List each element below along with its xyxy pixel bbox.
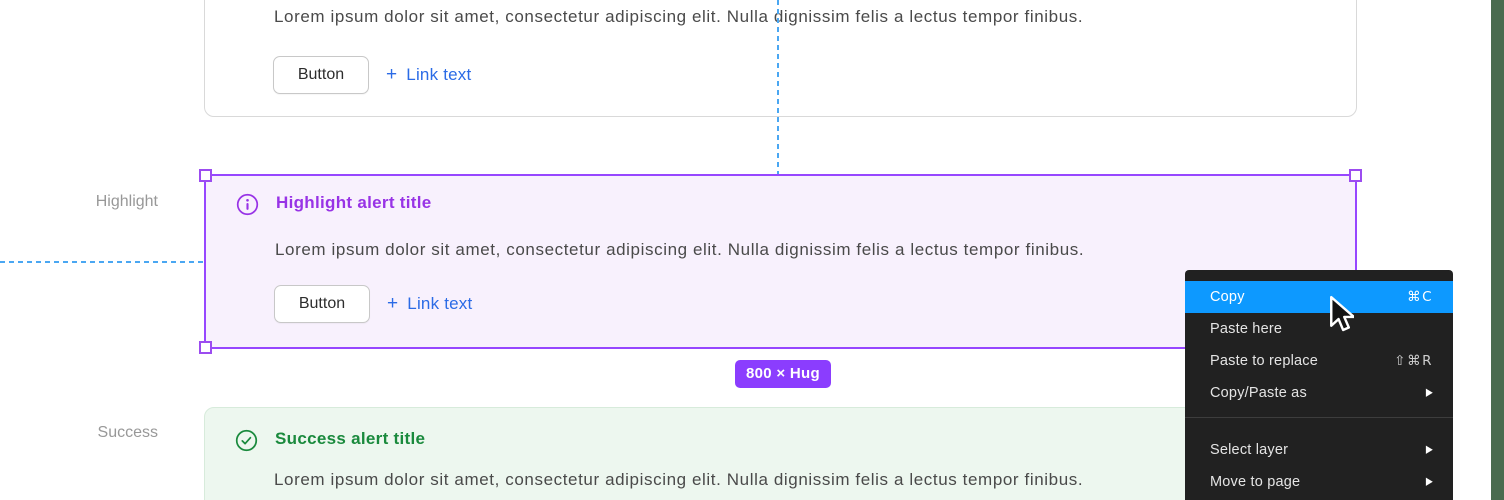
menu-item-copy-paste-as[interactable]: Copy/Paste as ▶ — [1185, 377, 1453, 409]
vertical-guide-line — [777, 0, 779, 174]
alert-body-text: Lorem ipsum dolor sit amet, consectetur … — [275, 240, 1085, 259]
menu-item-paste-here[interactable]: Paste here — [1185, 313, 1453, 345]
alert-title: Highlight alert title — [276, 193, 432, 212]
alert-body-text: Lorem ipsum dolor sit amet, consectetur … — [274, 7, 1084, 26]
link-label: Link text — [407, 294, 473, 313]
submenu-arrow-icon: ▶ — [1425, 387, 1433, 399]
horizontal-guide-line — [0, 261, 204, 263]
default-alert-card[interactable]: Lorem ipsum dolor sit amet, consectetur … — [204, 0, 1357, 117]
highlight-alert-card[interactable]: Highlight alert title Lorem ipsum dolor … — [199, 169, 1362, 354]
plus-icon: + — [387, 293, 399, 314]
green-canvas-strip — [1491, 0, 1504, 500]
menu-item-label: Copy — [1210, 289, 1245, 305]
submenu-arrow-icon: ▶ — [1425, 444, 1433, 456]
menu-separator — [1185, 417, 1453, 418]
menu-item-paste-to-replace[interactable]: Paste to replace ⇧⌘R — [1185, 345, 1453, 377]
row-label-highlight: Highlight — [95, 193, 158, 210]
menu-item-shortcut: ⌘C — [1407, 289, 1433, 305]
row-label-success: Success — [97, 424, 158, 441]
menu-item-label: Select layer — [1210, 442, 1289, 458]
menu-item-copy[interactable]: Copy ⌘C — [1185, 281, 1453, 313]
success-alert-card[interactable]: Success alert title Lorem ipsum dolor si… — [204, 407, 1357, 500]
link-label: Link text — [406, 65, 472, 84]
selection-handle-top-right[interactable] — [1349, 169, 1362, 182]
alert-link[interactable]: + Link text — [386, 56, 471, 94]
menu-item-label: Move to page — [1210, 474, 1301, 490]
selection-handle-top-left[interactable] — [199, 169, 212, 182]
selection-size-badge: 800 × Hug — [735, 360, 831, 388]
menu-item-shortcut: ⇧⌘R — [1394, 353, 1433, 369]
alert-link[interactable]: + Link text — [387, 285, 472, 323]
menu-item-label: Paste here — [1210, 321, 1283, 337]
alert-body-text: Lorem ipsum dolor sit amet, consectetur … — [274, 470, 1084, 489]
submenu-arrow-icon: ▶ — [1425, 476, 1433, 488]
menu-item-move-to-page[interactable]: Move to page ▶ — [1185, 466, 1453, 498]
alert-button[interactable]: Button — [274, 285, 370, 323]
menu-item-select-layer[interactable]: Select layer ▶ — [1185, 434, 1453, 466]
menu-item-label: Paste to replace — [1210, 353, 1318, 369]
plus-icon: + — [386, 64, 398, 85]
info-icon — [236, 193, 259, 216]
alert-title: Success alert title — [275, 429, 426, 448]
alert-button[interactable]: Button — [273, 56, 369, 94]
selection-handle-bottom-left[interactable] — [199, 341, 212, 354]
check-circle-icon — [235, 429, 258, 452]
mouse-cursor-icon — [1328, 295, 1356, 340]
menu-item-label: Copy/Paste as — [1210, 385, 1307, 401]
context-menu: Copy ⌘C Paste here Paste to replace ⇧⌘R … — [1185, 270, 1453, 500]
